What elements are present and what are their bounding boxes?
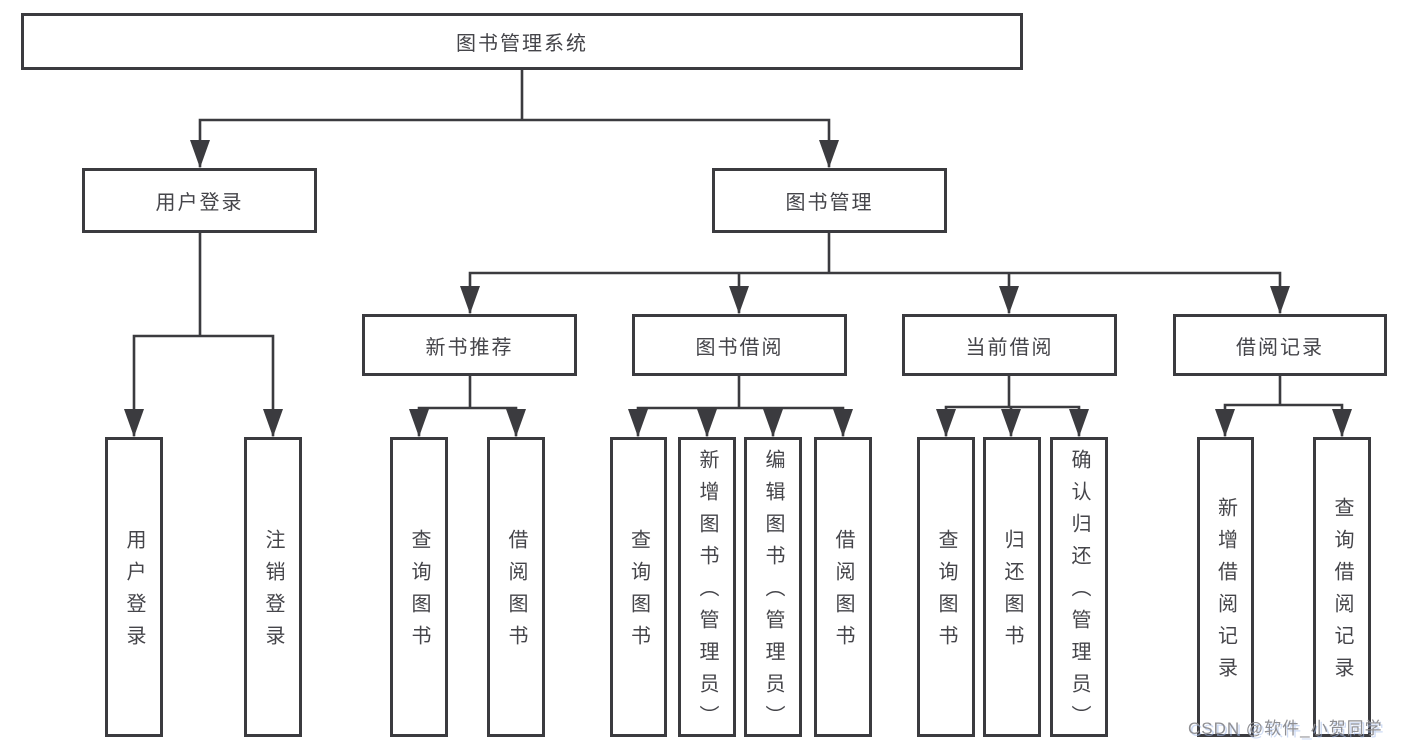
- connector-new-book-to-leaves: [417, 374, 518, 437]
- node-user-login-label: 用户登录: [155, 192, 244, 214]
- node-leaf-add-book-admin-label: 新增图书（管理员）: [696, 449, 718, 737]
- node-borrow-records-label: 借阅记录: [1236, 336, 1324, 359]
- connector-book-borrow-to-leaves: [636, 374, 845, 437]
- node-borrow-records: 借阅记录: [1173, 314, 1387, 376]
- node-book-management-label: 图书管理: [785, 192, 874, 214]
- node-leaf-return-book-label: 归还图书: [1001, 529, 1023, 657]
- node-leaf-edit-book-admin-label: 编辑图书（管理员）: [762, 449, 784, 737]
- node-leaf-user-login: 用户登录: [105, 437, 163, 737]
- node-leaf-borrow-books-recommend-label: 借阅图书: [505, 529, 527, 657]
- node-leaf-borrow-books: 借阅图书: [814, 437, 872, 737]
- node-leaf-edit-book-admin: 编辑图书（管理员）: [744, 437, 802, 737]
- csdn-watermark: CSDN @软件_小贺同学: [1188, 719, 1383, 738]
- node-leaf-return-book: 归还图书: [983, 437, 1041, 737]
- connector-borrow-records-to-leaves: [1223, 374, 1344, 437]
- node-leaf-confirm-return-admin: 确认归还（管理员）: [1050, 437, 1108, 737]
- connector-book-management-to-level3: [468, 231, 1282, 314]
- node-leaf-logout-label: 注销登录: [262, 529, 284, 657]
- node-book-borrow-label: 图书借阅: [695, 336, 784, 359]
- node-leaf-borrow-books-recommend: 借阅图书: [487, 437, 545, 737]
- node-leaf-borrow-books-label: 借阅图书: [832, 529, 854, 657]
- node-root-label: 图书管理系统: [456, 33, 588, 55]
- node-current-borrow-label: 当前借阅: [965, 336, 1054, 359]
- node-root: 图书管理系统: [21, 13, 1023, 70]
- node-leaf-query-books-recommend-label: 查询图书: [408, 529, 430, 657]
- connector-user-login-to-leaves: [132, 231, 275, 437]
- node-leaf-query-books-current: 查询图书: [917, 437, 975, 737]
- node-user-login: 用户登录: [82, 168, 317, 233]
- node-leaf-query-books-borrow: 查询图书: [610, 437, 667, 737]
- node-leaf-query-borrow-record: 查询借阅记录: [1313, 437, 1371, 737]
- node-current-borrow: 当前借阅: [902, 314, 1117, 376]
- node-leaf-query-borrow-record-label: 查询借阅记录: [1331, 497, 1353, 689]
- node-new-book-recommend: 新书推荐: [362, 314, 577, 376]
- node-leaf-query-books-current-label: 查询图书: [935, 529, 957, 657]
- node-leaf-user-login-label: 用户登录: [123, 529, 145, 657]
- node-leaf-query-books-borrow-label: 查询图书: [627, 529, 650, 657]
- node-book-borrow: 图书借阅: [632, 314, 847, 376]
- node-leaf-add-borrow-record: 新增借阅记录: [1197, 437, 1254, 737]
- node-book-management: 图书管理: [712, 168, 947, 233]
- node-leaf-confirm-return-admin-label: 确认归还（管理员）: [1068, 449, 1090, 737]
- node-leaf-add-book-admin: 新增图书（管理员）: [678, 437, 736, 737]
- node-leaf-query-books-recommend: 查询图书: [390, 437, 448, 737]
- connector-root-to-level2: [198, 68, 831, 168]
- node-leaf-logout: 注销登录: [244, 437, 302, 737]
- node-new-book-recommend-label: 新书推荐: [425, 336, 514, 359]
- arrowheads: [124, 140, 1352, 437]
- node-leaf-add-borrow-record-label: 新增借阅记录: [1214, 497, 1237, 689]
